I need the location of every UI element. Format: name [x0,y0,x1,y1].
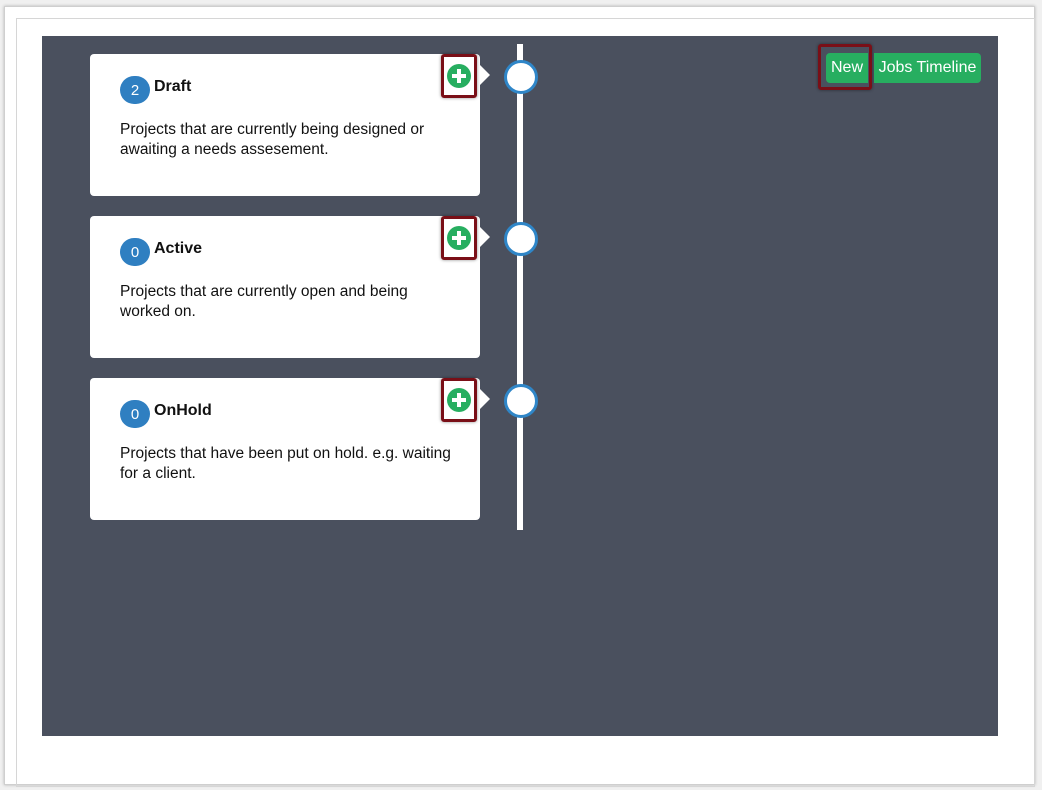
plus-circle-icon[interactable] [447,64,471,88]
stage-description: Projects that have been put on hold. e.g… [120,445,451,482]
stage-count-badge: 2 [120,76,150,104]
add-active-highlight [441,216,477,260]
plus-circle-icon[interactable] [447,226,471,250]
jobs-timeline-button[interactable]: Jobs Timeline [874,53,981,83]
stage-count-badge: 0 [120,400,150,428]
stage-title: OnHold [154,402,212,419]
timeline-node-active [504,222,538,256]
new-button[interactable]: New [826,53,868,83]
new-button-highlight [818,44,872,90]
stage-count-badge: 0 [120,238,150,266]
add-draft-highlight [441,54,477,98]
timeline-node-draft [504,60,538,94]
stage-description: Projects that are currently being design… [120,121,425,158]
screenshot-inner-frame [16,18,1035,787]
stage-card-active: 0 Active Projects that are currently ope… [90,216,490,358]
stage-card-onhold: 0 OnHold Projects that have been put on … [90,378,490,520]
timeline-line [517,44,523,530]
stage-card-draft: 2 Draft Projects that are currently bein… [90,54,490,196]
stage-title: Active [154,240,203,257]
add-onhold-highlight [441,378,477,422]
stage-description: Projects that are currently open and bei… [120,283,408,320]
timeline-node-onhold [504,384,538,418]
plus-circle-icon[interactable] [447,388,471,412]
jobs-timeline-panel: 2 Draft Projects that are currently bein… [42,36,998,736]
stage-title: Draft [154,78,192,95]
